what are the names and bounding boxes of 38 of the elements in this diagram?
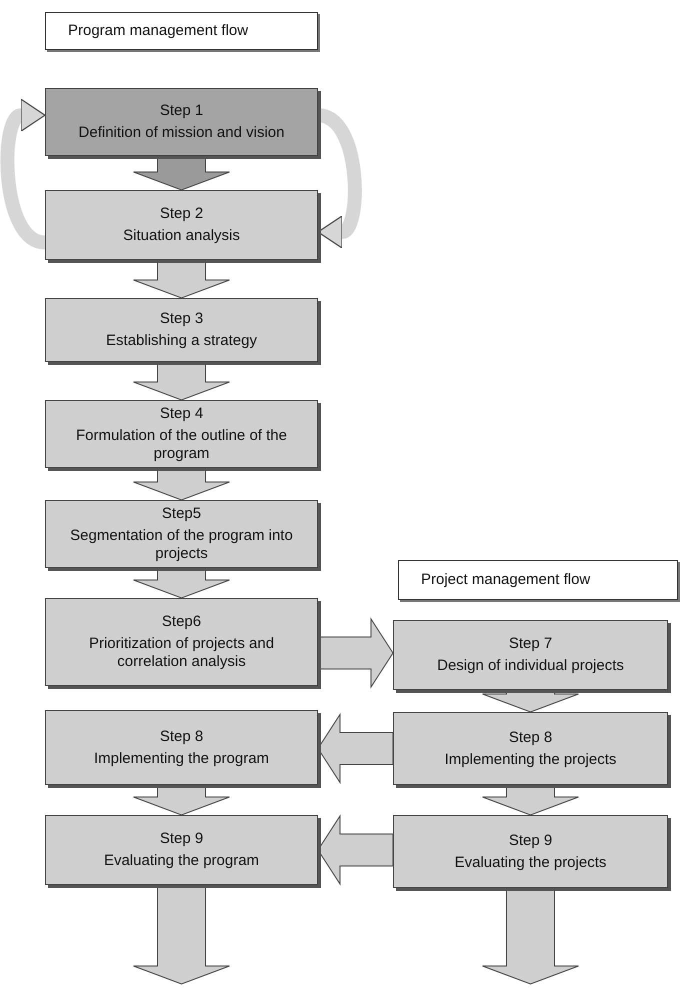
step-number: Step 9	[160, 830, 204, 848]
step-description: Definition of mission and vision	[78, 124, 284, 142]
step-description: Design of individual projects	[437, 657, 624, 675]
step-number: Step 9	[508, 832, 552, 850]
step-description: Implementing the projects	[444, 750, 616, 768]
step-description: Segmentation of the program into projects	[69, 527, 294, 563]
step-box	[393, 815, 668, 888]
step-box	[393, 620, 668, 690]
step-number: Step 8	[160, 728, 204, 746]
step-box	[45, 190, 318, 260]
step-box	[45, 400, 318, 468]
step-description: Prioritization of projects and correlation analysis	[88, 635, 276, 671]
step-description: Establishing a strategy	[106, 332, 257, 350]
step-description: Implementing the program	[94, 750, 270, 768]
heading-box	[398, 560, 678, 600]
step-box	[45, 598, 318, 686]
step-box	[45, 88, 318, 156]
heading-box	[45, 12, 318, 50]
step-description: Evaluating the program	[104, 852, 260, 870]
step-description: Situation analysis	[123, 227, 240, 245]
step-number: Step 4	[160, 405, 204, 423]
step-number: Step 2	[160, 205, 204, 223]
heading: Project management flow	[421, 571, 590, 589]
step-box	[45, 298, 318, 362]
step-number: Step 7	[508, 635, 552, 653]
step-number: Step6	[162, 613, 202, 631]
step-number: Step 3	[160, 310, 204, 328]
step-number: Step5	[162, 505, 202, 523]
step-description: Evaluating the projects	[454, 854, 606, 872]
step-box	[393, 712, 668, 785]
step-description: Formulation of the outline of the program	[75, 427, 288, 463]
step-box	[45, 500, 318, 568]
step-box	[45, 710, 318, 785]
heading: Program management flow	[68, 22, 248, 40]
step-box	[45, 815, 318, 885]
step-number: Step 8	[508, 728, 552, 746]
step-number: Step 1	[160, 102, 204, 120]
curved-arrow	[0, 100, 47, 250]
